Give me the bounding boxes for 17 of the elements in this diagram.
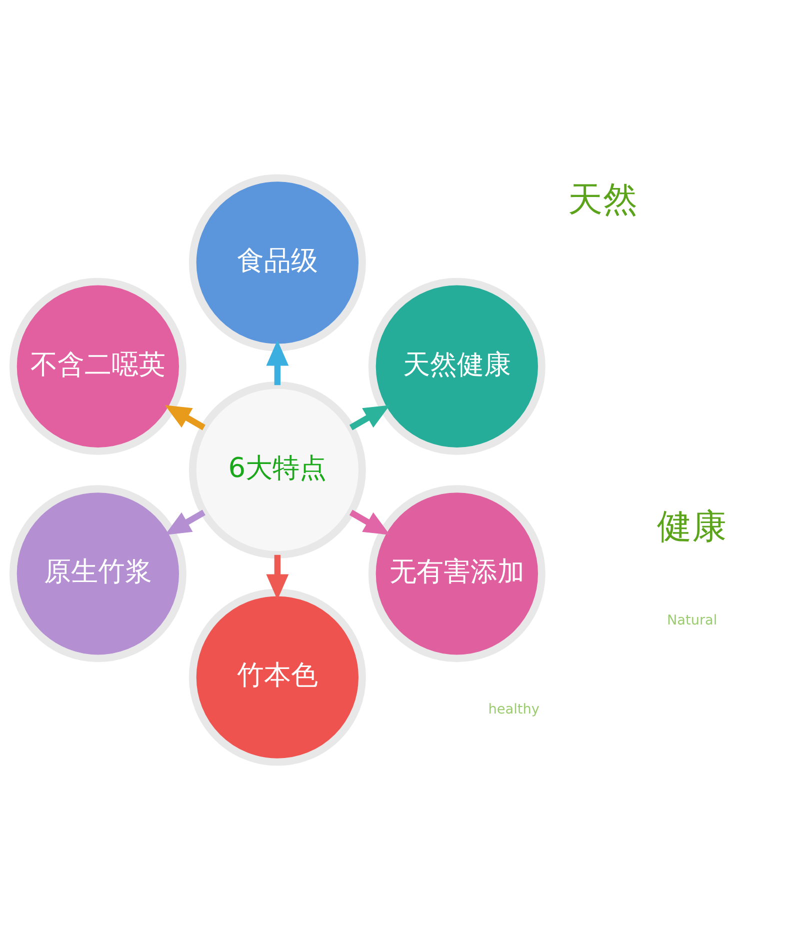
node-circle: 无有害添加 xyxy=(368,484,546,662)
label: healthy xyxy=(488,701,540,718)
node-circle: 原生竹浆 xyxy=(9,484,186,662)
arrow xyxy=(349,404,390,430)
arrow xyxy=(164,404,206,430)
node-circle: 竹本色 xyxy=(188,588,366,766)
label: 健康 xyxy=(657,506,728,546)
arrow xyxy=(266,340,289,385)
label: 天然 xyxy=(568,180,638,220)
node-circle: 不含二噁英 xyxy=(9,277,186,454)
label: Natural xyxy=(666,612,718,628)
node-circle: 天然健康 xyxy=(368,277,546,454)
node-circle: 6大特点 xyxy=(188,381,366,558)
arrow xyxy=(266,554,289,600)
node-circle: 食品级 xyxy=(188,174,366,351)
arrow xyxy=(349,509,390,534)
arrow xyxy=(164,509,206,534)
